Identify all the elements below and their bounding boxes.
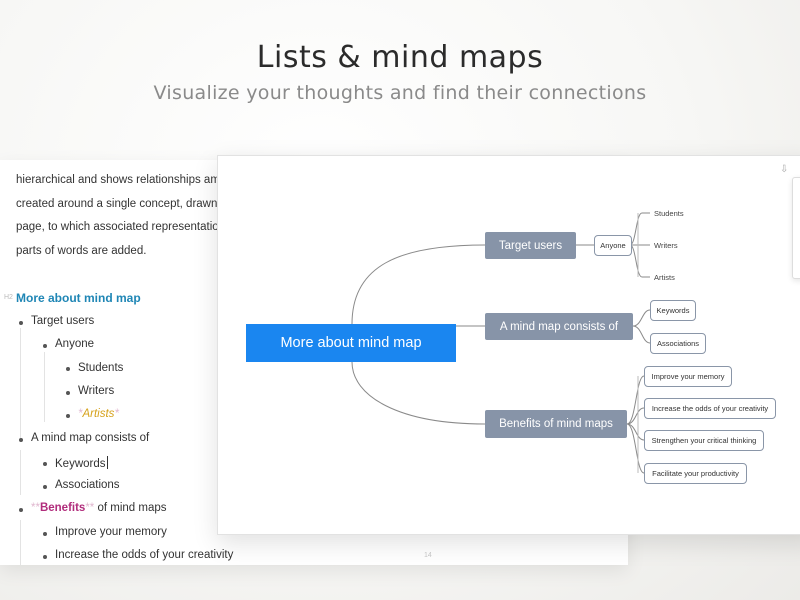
paragraph-line[interactable]: parts of words are added. [16,245,147,257]
bold-marker: ** [31,502,40,514]
heading-level-marker: H2 [4,294,13,301]
list-bullet [43,462,47,466]
list-item[interactable]: Increase the odds of your creativity [55,549,234,561]
connector-line [626,423,645,441]
page-number: 14 [424,552,432,559]
paragraph-line[interactable]: hierarchical and shows relationships amo… [16,174,231,186]
mind-map-node[interactable]: Increase the odds of your creativity [644,398,776,419]
list-bullet [66,391,70,395]
paragraph-line[interactable]: created around a single concept, drawn a… [16,198,233,210]
connector-line [629,212,650,246]
list-item[interactable]: **Benefits** of mind maps [31,502,167,514]
list-item[interactable]: Writers [78,385,115,397]
list-item[interactable]: Students [78,362,124,374]
list-item-text: of mind maps [94,502,167,514]
indent-guide [20,450,21,495]
connector-line [626,423,645,474]
list-item[interactable]: Target users [31,315,95,327]
italic-marker: * [114,408,119,420]
mind-map-node[interactable]: Anyone [594,235,632,256]
list-item-text: Keywords [55,458,106,470]
mind-map-node[interactable]: Artists [654,273,675,282]
mind-map-branch-node[interactable]: A mind map consists of [485,313,633,340]
indent-guide [20,328,21,438]
paragraph-line[interactable]: page, to which associated representation… [16,221,231,233]
bold-text: Benefits [39,502,86,514]
italic-marker: * [78,408,83,420]
list-item[interactable]: Keywords [55,456,108,470]
list-bullet [43,555,47,559]
indent-guide [44,352,45,422]
connector-line [629,244,650,278]
mind-map-node[interactable]: Writers [654,241,678,250]
list-bullet [43,485,47,489]
italic-text: Artists [82,408,115,420]
list-bullet [43,532,47,536]
list-bullet [19,438,23,442]
connector-line [351,244,486,325]
list-item[interactable]: Associations [55,479,120,491]
mind-map-branch-node[interactable]: Target users [485,232,576,259]
download-icon[interactable]: ⇩ [780,164,789,175]
outline-heading[interactable]: More about mind map [16,291,141,305]
side-panel-edge[interactable] [792,177,800,279]
list-bullet [19,321,23,325]
list-bullet [19,508,23,512]
list-item[interactable]: A mind map consists of [31,432,150,444]
mind-map-node[interactable]: Associations [650,333,706,354]
mind-map-node[interactable]: Strengthen your critical thinking [644,430,764,451]
page-subtitle: Visualize your thoughts and find their c… [153,82,647,104]
mind-map-branch-node[interactable]: Benefits of mind maps [485,410,627,438]
mind-map-node[interactable]: Improve your memory [644,366,732,387]
connector-line [626,407,645,425]
indent-guide [20,520,21,565]
text-cursor [106,456,108,469]
connector-line [351,361,486,425]
connector-line [632,325,651,344]
list-bullet [66,414,70,418]
page-title: Lists & mind maps [256,40,544,75]
mind-map-node[interactable]: Keywords [650,300,696,321]
connector-line [632,309,651,327]
connector-line [626,375,645,425]
mind-map-node[interactable]: Students [654,209,684,218]
mind-map-window[interactable]: ⇩ More about mind map Target users A min… [217,155,800,535]
list-item[interactable]: *Artists* [78,408,119,420]
mind-map-node[interactable]: Facilitate your productivity [644,463,747,484]
list-item[interactable]: Improve your memory [55,526,167,538]
bold-marker: ** [85,502,95,514]
list-bullet [66,367,70,371]
list-bullet [43,344,47,348]
list-item[interactable]: Anyone [55,338,95,350]
mind-map-root-node[interactable]: More about mind map [246,324,456,362]
